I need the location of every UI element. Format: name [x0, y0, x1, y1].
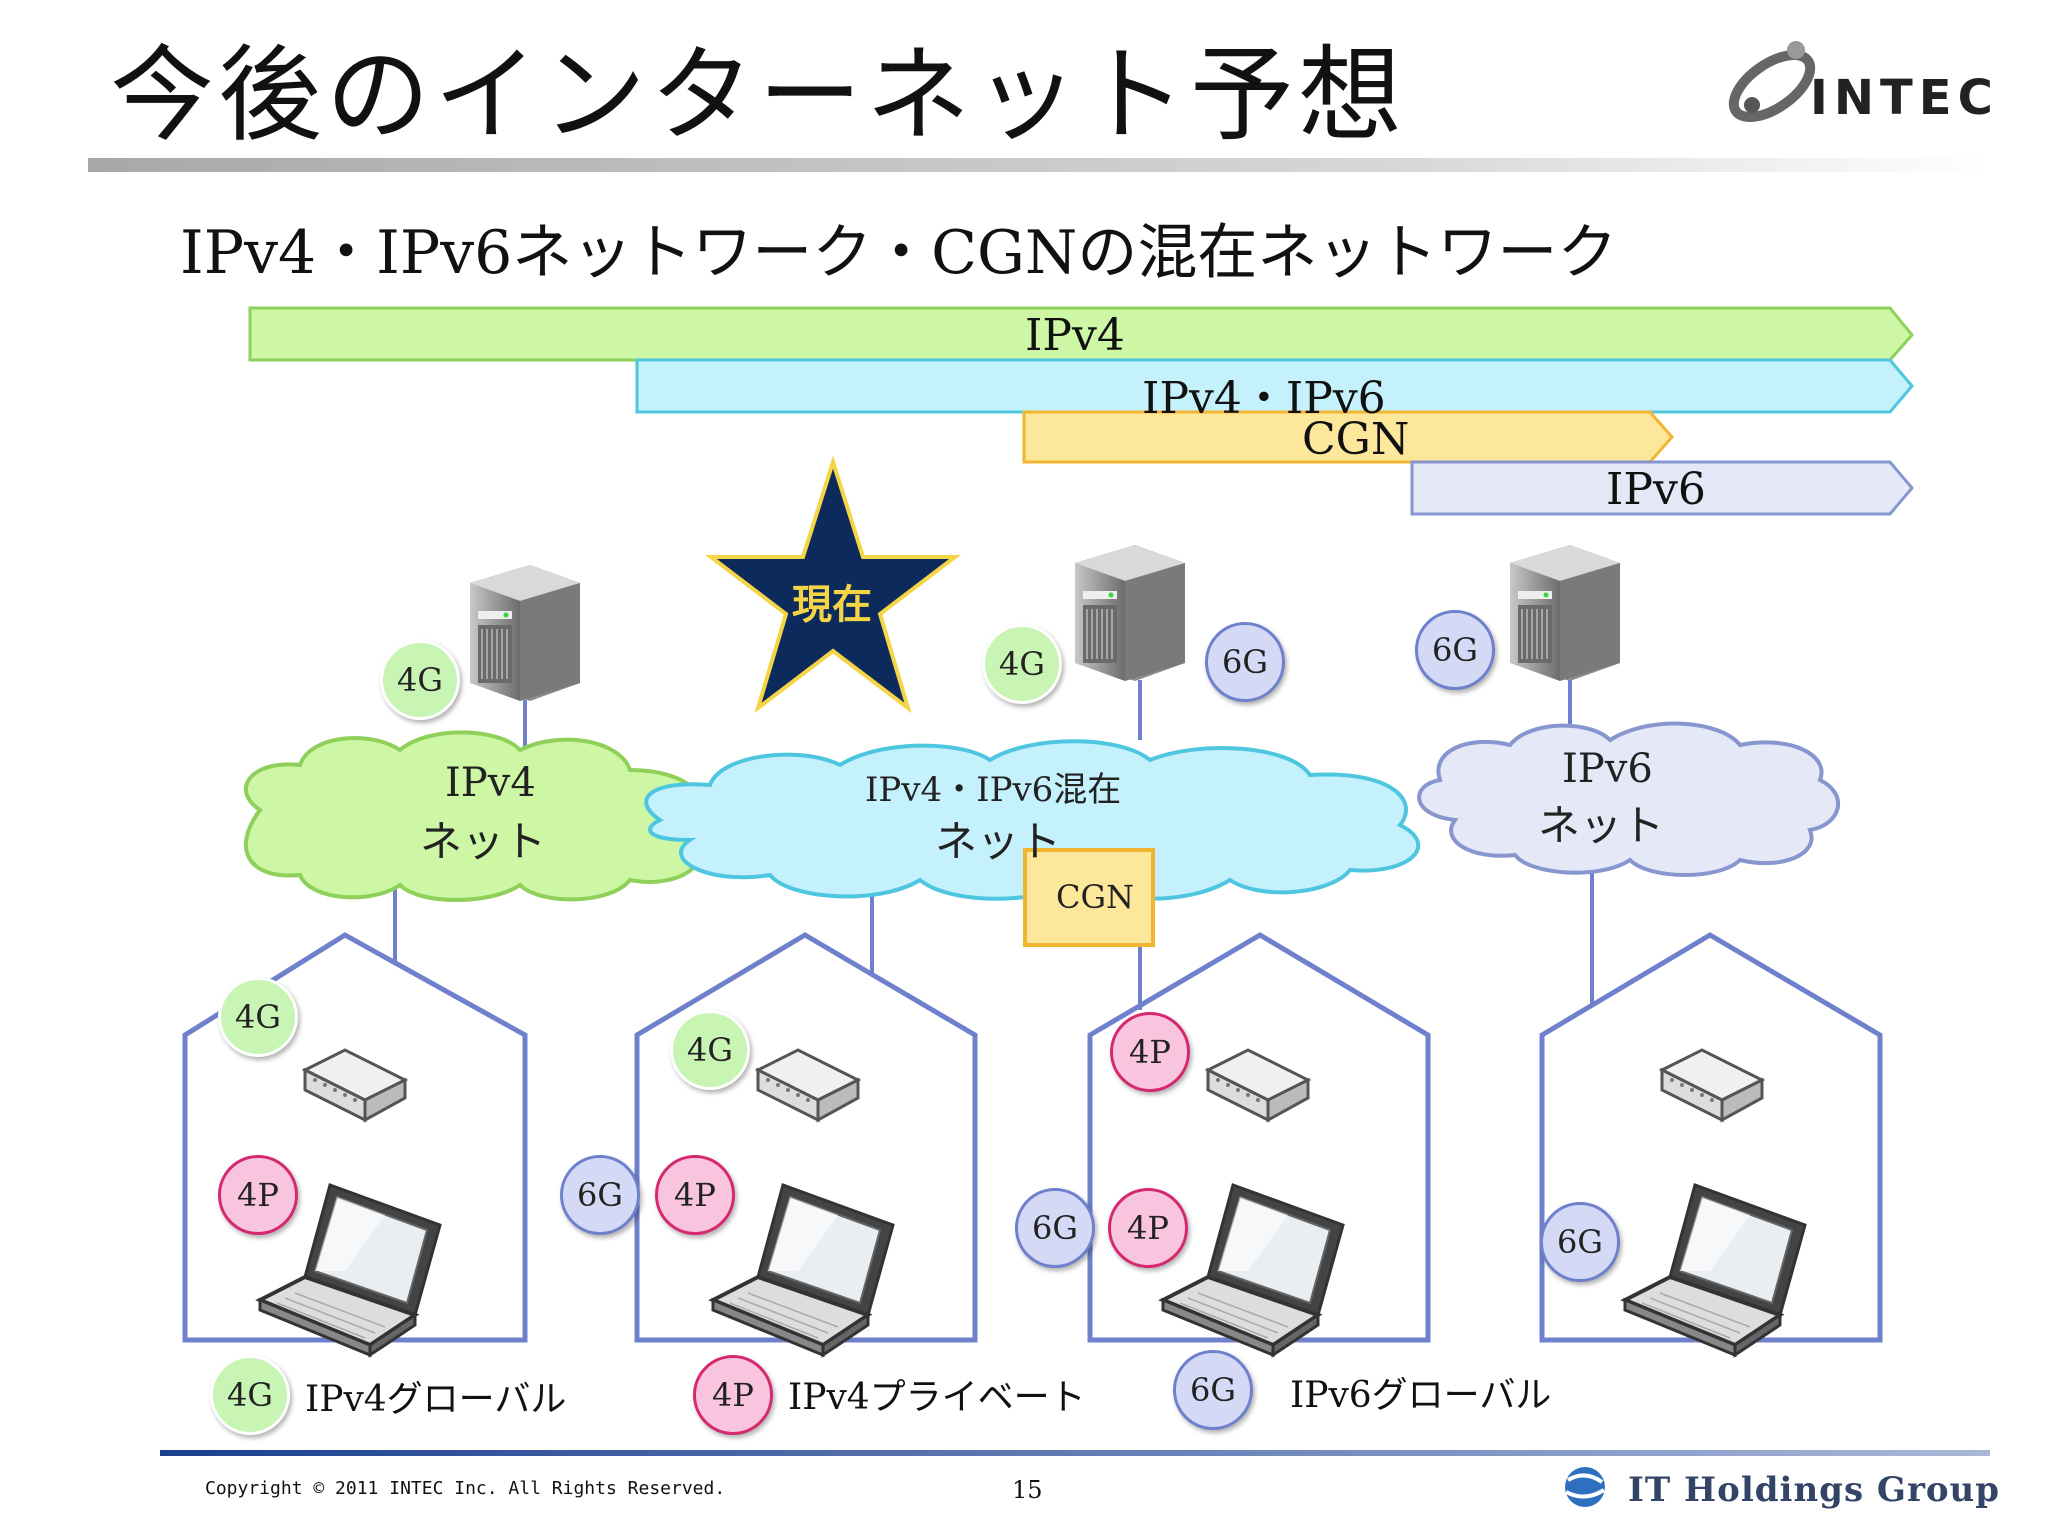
- cloud-ipv6-label-1: IPv6: [1562, 746, 1653, 792]
- badge-4p-icon: 4P: [693, 1355, 773, 1435]
- house-4: [1539, 932, 1883, 1343]
- badge-6g-icon: 6G: [1015, 1188, 1095, 1268]
- badge-4g-icon: 4G: [380, 640, 460, 720]
- timeline-label-cgn: CGN: [1302, 414, 1410, 465]
- badge-4g-icon: 4G: [218, 977, 298, 1057]
- laptop-icon: [1623, 1183, 1807, 1357]
- title-underline: [88, 158, 1988, 172]
- legend-ipv4-private: IPv4プライベート: [788, 1377, 1086, 1418]
- footer-bar: [160, 1450, 1990, 1456]
- cloud-ipv4-label-1: IPv4: [445, 760, 536, 806]
- legend-ipv6-global: IPv6グローバル: [1290, 1375, 1552, 1416]
- badge-4g-icon: 4G: [210, 1355, 290, 1435]
- cloud-ipv4-label-2: ネット: [420, 817, 547, 866]
- laptop-icon: [711, 1183, 895, 1357]
- cgn-box: [1023, 848, 1155, 947]
- badge-4p-icon: 4P: [1110, 1012, 1190, 1092]
- badge-6g-icon: 6G: [1415, 610, 1495, 690]
- now-star-label: 現在: [792, 581, 872, 628]
- page-number: 15: [1012, 1476, 1043, 1504]
- router-icon: [303, 1048, 407, 1122]
- house-3: [1087, 932, 1431, 1343]
- server-ipv6-icon: [1509, 544, 1621, 682]
- badge-6g-icon: 6G: [1173, 1350, 1253, 1430]
- cloud-ipv4-ipv6: [644, 739, 1421, 901]
- server-ipv4-icon: [469, 564, 581, 702]
- cloud-ipv6: [1417, 721, 1841, 877]
- globe-icon: [1565, 1467, 1606, 1507]
- badge-4g-icon: 4G: [982, 624, 1062, 704]
- cgn-box-label: CGN: [1056, 878, 1135, 916]
- connection-lines: [393, 680, 1594, 1010]
- router-icon: [1660, 1048, 1764, 1122]
- timeline-arrows: [248, 306, 1914, 516]
- page-title: 今後のインターネット予想: [110, 34, 1407, 156]
- page-subtitle: IPv4・IPv6ネットワーク・CGNの混在ネットワーク: [180, 218, 1618, 288]
- router-icon: [756, 1048, 860, 1122]
- badge-6g-icon: 6G: [1540, 1202, 1620, 1282]
- badge-4p-icon: 4P: [1108, 1188, 1188, 1268]
- server-dual-icon: [1074, 544, 1186, 682]
- badge-6g-icon: 6G: [560, 1155, 640, 1235]
- house-1: [182, 932, 528, 1343]
- cloud-dual-label-2: ネット: [935, 817, 1062, 866]
- timeline-label-ipv4-ipv6: IPv4・IPv6: [1142, 373, 1386, 424]
- intec-logo-icon: [1728, 41, 1816, 123]
- badge-4g-icon: 4G: [670, 1010, 750, 1090]
- cloud-dual-label-1: IPv4・IPv6混在: [865, 770, 1122, 810]
- cloud-ipv6-label-2: ネット: [1538, 801, 1665, 850]
- house-2: [634, 932, 978, 1343]
- timeline-bar-ipv4-ipv6: [635, 358, 1914, 414]
- footer-group-name: IT Holdings Group: [1628, 1470, 2001, 1510]
- badge-6g-icon: 6G: [1205, 622, 1285, 702]
- badge-4p-icon: 4P: [655, 1155, 735, 1235]
- laptop-icon: [1161, 1183, 1345, 1357]
- timeline-bar-ipv6: [1410, 460, 1914, 516]
- footer-copyright: Copyright © 2011 INTEC Inc. All Rights R…: [205, 1478, 726, 1499]
- timeline-label-ipv4: IPv4: [1025, 310, 1125, 361]
- legend-ipv4-global: IPv4グローバル: [305, 1379, 567, 1420]
- timeline-label-ipv6: IPv6: [1606, 464, 1706, 515]
- now-star-icon: [705, 455, 961, 714]
- houses: [182, 932, 1883, 1343]
- timeline-bar-ipv4: [248, 306, 1914, 362]
- intec-logo-text: INTEC: [1810, 70, 1999, 126]
- timeline-bar-cgn: [1022, 410, 1674, 464]
- badge-4p-icon: 4P: [218, 1155, 298, 1235]
- router-icon: [1206, 1048, 1310, 1122]
